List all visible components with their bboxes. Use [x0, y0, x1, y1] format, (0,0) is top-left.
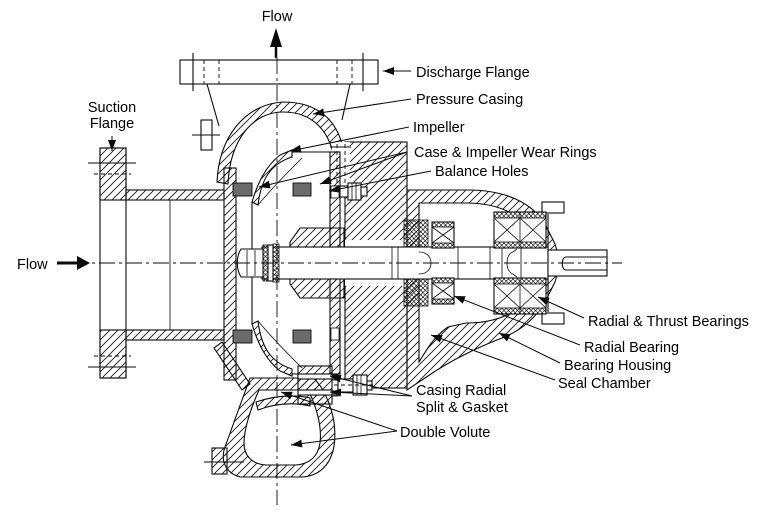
- label-discharge-flange: Discharge Flange: [416, 65, 530, 81]
- bearing-cap-bolt: [541, 201, 565, 214]
- impeller-front-shroud: [251, 320, 293, 377]
- keyway: [561, 256, 607, 271]
- discharge-neck-right: [341, 83, 351, 121]
- suction-pipe-top-wall: [125, 189, 225, 201]
- leader-wear-ring-right: [319, 151, 408, 185]
- leader-casing-split-lower: [329, 388, 413, 397]
- label-pressure-casing: Pressure Casing: [416, 92, 523, 108]
- leader-seal-chamber: [430, 334, 556, 381]
- label-radial-thrust-bearings: Radial & Thrust Bearings: [588, 314, 749, 330]
- leader-balance-holes: [328, 170, 432, 193]
- labels: Flow Suction Flange Flow Discharge Flang…: [17, 9, 749, 441]
- radial-bearing: [431, 221, 455, 305]
- case-wear-ring: [232, 329, 253, 344]
- impeller-vane: [257, 320, 303, 369]
- label-suction-flange-line2: Flange: [90, 116, 134, 132]
- label-suction-flange-line1: Suction: [88, 100, 136, 116]
- balance-hole: [330, 327, 340, 341]
- flow-arrow-left: [57, 256, 90, 270]
- label-wear-rings: Case & Impeller Wear Rings: [414, 145, 597, 161]
- casing-foot: [211, 447, 228, 475]
- impeller-wear-ring: [292, 329, 312, 344]
- label-casing-split-line2: Split & Gasket: [416, 400, 508, 416]
- label-double-volute: Double Volute: [400, 425, 490, 441]
- discharge-flange: [179, 53, 379, 151]
- label-balance-holes: Balance Holes: [435, 164, 529, 180]
- impeller-wear-ring: [292, 182, 312, 197]
- label-radial-bearing: Radial Bearing: [584, 340, 679, 356]
- discharge-neck-left: [206, 83, 220, 127]
- volute-splitter: [255, 395, 311, 411]
- balance-hole: [330, 185, 340, 199]
- leader-wear-ring-left: [258, 151, 408, 189]
- leader-casing-split-upper: [329, 374, 413, 397]
- volute-neck-wall: [213, 341, 251, 391]
- leader-impeller: [289, 126, 410, 153]
- label-casing-split-line1: Casing Radial: [416, 383, 506, 399]
- impeller-vane: [257, 157, 303, 206]
- leader-bearing-housing: [498, 332, 561, 364]
- bearing-cap-bolt: [541, 312, 565, 325]
- leader-radial-bearing: [453, 295, 581, 346]
- leader-radial-thrust-bearings: [537, 296, 585, 319]
- radial-thrust-bearings: [493, 211, 547, 315]
- case-wear-ring: [232, 182, 253, 197]
- label-flow-top: Flow: [262, 9, 293, 25]
- leader-double-volute-lower: [290, 430, 398, 448]
- flow-arrow-top: [270, 28, 282, 58]
- suction-pipe-bottom-wall: [125, 329, 225, 341]
- leader-pressure-casing: [312, 98, 412, 117]
- label-impeller: Impeller: [413, 120, 465, 136]
- casing-front-plate: [223, 167, 237, 381]
- double-volute: [204, 341, 336, 478]
- wear-rings: [232, 182, 312, 344]
- leader-double-volute-upper: [280, 391, 398, 432]
- label-seal-chamber: Seal Chamber: [558, 376, 651, 392]
- leader-lines: [108, 67, 585, 448]
- seal-chamber: [403, 219, 429, 307]
- casing-radial-split-joint: [297, 365, 374, 405]
- label-flow-left: Flow: [17, 257, 48, 273]
- label-bearing-housing: Bearing Housing: [564, 358, 671, 374]
